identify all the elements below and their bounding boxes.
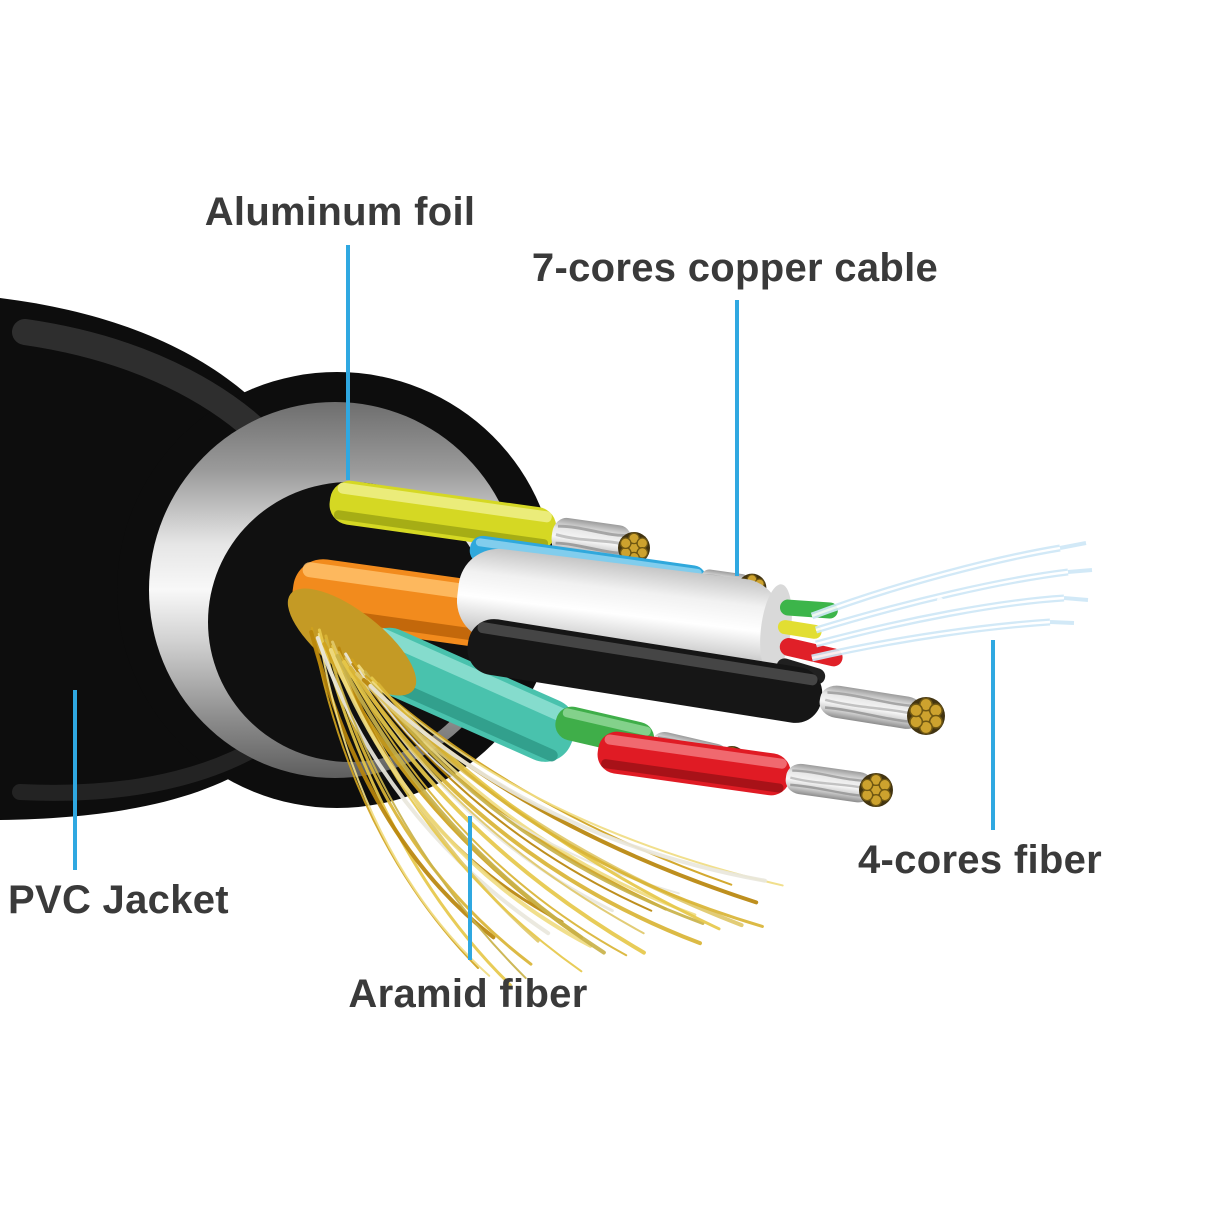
red-wire (597, 731, 894, 808)
label-aramid-fiber: Aramid fiber (348, 972, 588, 1016)
aramid-fiber-strands (287, 588, 784, 987)
label-copper-cable: 7-cores copper cable (531, 246, 939, 290)
label-pvc-jacket: PVC Jacket (8, 878, 229, 922)
label-aluminum-foil: Aluminum foil (204, 190, 476, 234)
fiber-optic-strands (810, 541, 1093, 662)
black-wire (467, 619, 946, 736)
label-fiber: 4-cores fiber (858, 838, 1102, 882)
leader-lines (73, 245, 995, 960)
